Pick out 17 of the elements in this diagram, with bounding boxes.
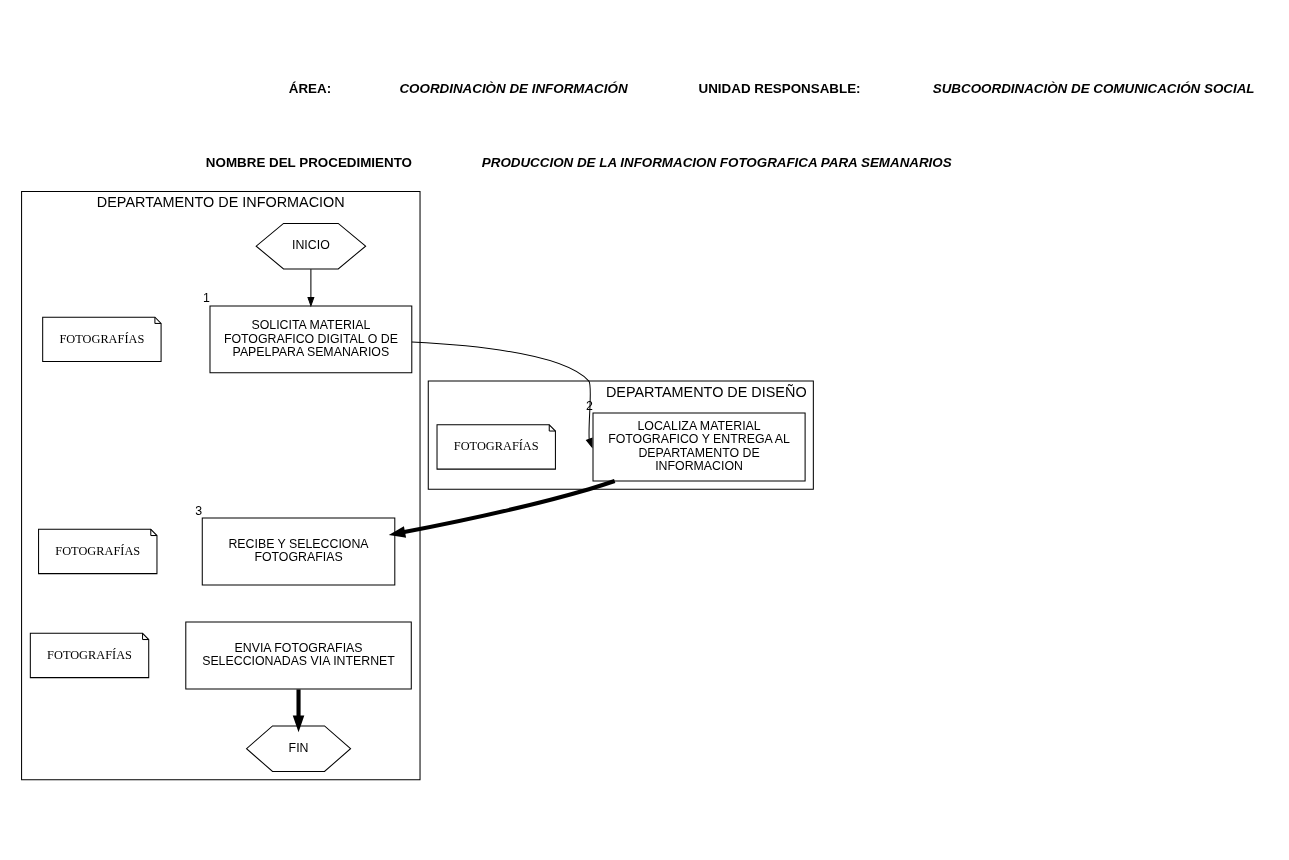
node-label: 1 — [202, 291, 210, 306]
node-label: 3 — [194, 503, 202, 518]
label: PRODUCCION DE LA INFORMACION FOTOGRAFICA PARA SEMANARIOS — [481, 155, 952, 171]
label: ÁREA: — [288, 81, 331, 97]
label: COORDINACIÒN DE INFORMACIÓN — [398, 81, 628, 97]
arrow — [306, 268, 314, 308]
node-box: SOLICITA MATERIAL FOTOGRAFICO DIGITAL O DE PAPELPARA SEMANARIOS — [208, 305, 412, 374]
node-label: 2 — [585, 398, 593, 413]
node-box: RECIBE Y SELECCIONA FOTOGRAFIAS — [201, 517, 395, 586]
label: NOMBRE DEL PROCEDIMIENTO — [205, 155, 412, 171]
arrow — [410, 341, 592, 449]
label: SUBCOORDINACIÒN DE COMUNICACIÓN SOCIAL — [932, 81, 1255, 97]
arrow — [292, 689, 304, 733]
arrow — [388, 479, 615, 538]
label: UNIDAD RESPONSABLE: — [698, 81, 861, 97]
node-box: ENVIA FOTOGRAFIAS SELECCIONADAS VIA INTERNET — [184, 621, 412, 690]
node-box: LOCALIZA MATERIAL FOTOGRAFICO Y ENTREGA AL DEPARTAMENTO DE INFORMACION — [592, 412, 806, 482]
